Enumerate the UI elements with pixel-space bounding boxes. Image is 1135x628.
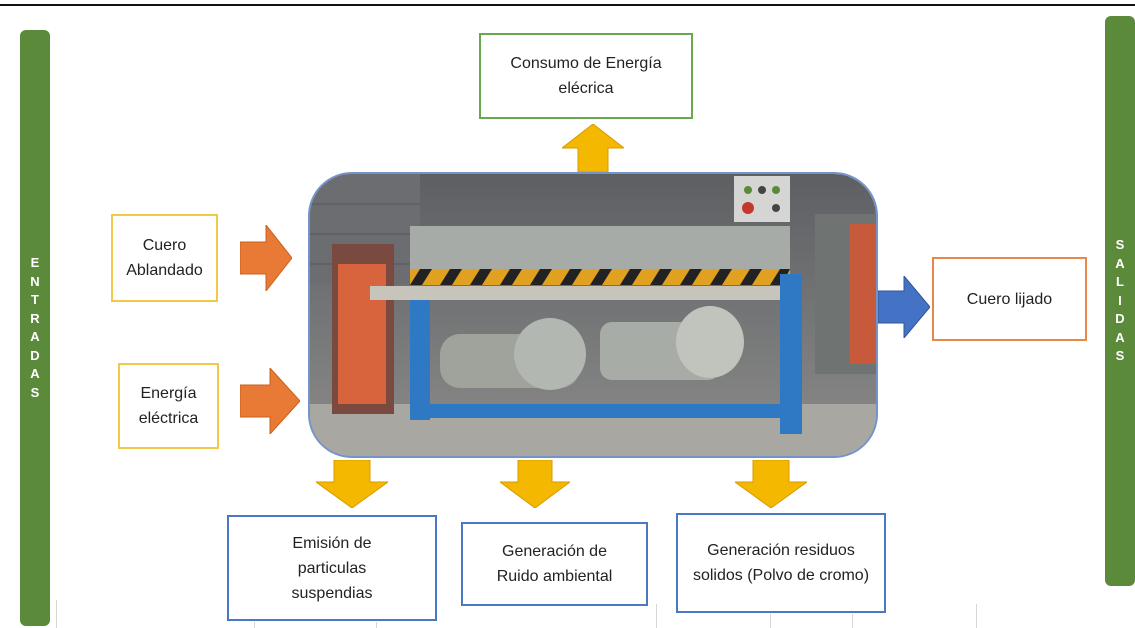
input-box-energia-electrica: Energía eléctrica <box>118 363 219 449</box>
left-letter: A <box>30 329 40 344</box>
left-letter: R <box>30 310 40 326</box>
output-label-cuero-lijado: Cuero lijado <box>966 290 1053 308</box>
output-arrow-down-emision <box>316 460 388 508</box>
output-label-consumo-energia: Consumo de Energía elécrica <box>510 55 662 97</box>
output-label-residuos: Generación residuos solidos (Polvo de cr… <box>692 542 870 584</box>
output-arrow-right <box>878 276 930 338</box>
sanding-machine-photo <box>308 172 878 458</box>
output-label-emision: Emisión de particulas suspendias <box>291 534 373 602</box>
right-letter: A <box>1115 329 1125 345</box>
grid-line <box>376 622 377 628</box>
left-letter: A <box>30 366 40 381</box>
grid-line <box>254 622 255 628</box>
right-letter: S <box>1115 348 1125 364</box>
left-letter: E <box>30 255 40 270</box>
output-arrow-up <box>562 124 624 172</box>
output-box-cuero-lijado: Cuero lijado <box>932 257 1087 341</box>
right-letter: D <box>1115 311 1125 327</box>
grid-line <box>770 614 771 628</box>
grid-line <box>976 604 977 628</box>
grid-line <box>852 614 853 628</box>
grid-line <box>56 600 57 628</box>
output-box-consumo-energia: Consumo de Energía elécrica <box>479 33 693 119</box>
right-letter: L <box>1116 274 1124 290</box>
grid-line <box>656 604 657 628</box>
left-letter: S <box>30 384 40 400</box>
right-letter: A <box>1115 255 1125 271</box>
input-label-energia-electrica: Energía eléctrica <box>138 385 199 427</box>
left-letter: N <box>30 273 40 289</box>
top-rule <box>0 4 1135 6</box>
output-box-ruido: Generación de Ruido ambiental <box>461 522 648 606</box>
right-letter: I <box>1118 292 1122 308</box>
input-arrow-energia <box>240 368 300 434</box>
output-label-ruido: Generación de Ruido ambiental <box>496 543 613 585</box>
output-box-residuos: Generación residuos solidos (Polvo de cr… <box>676 513 886 613</box>
input-label-cuero-ablandado: Cuero Ablandado <box>126 237 203 279</box>
output-arrow-down-ruido <box>500 460 570 508</box>
output-box-emision: Emisión de particulas suspendias <box>227 515 437 621</box>
input-arrow-cuero <box>240 225 292 291</box>
left-letter: T <box>31 292 39 307</box>
left-letter: D <box>30 347 40 363</box>
output-arrow-down-residuos <box>735 460 807 508</box>
right-letter: S <box>1115 237 1125 253</box>
input-box-cuero-ablandado: Cuero Ablandado <box>111 214 218 302</box>
